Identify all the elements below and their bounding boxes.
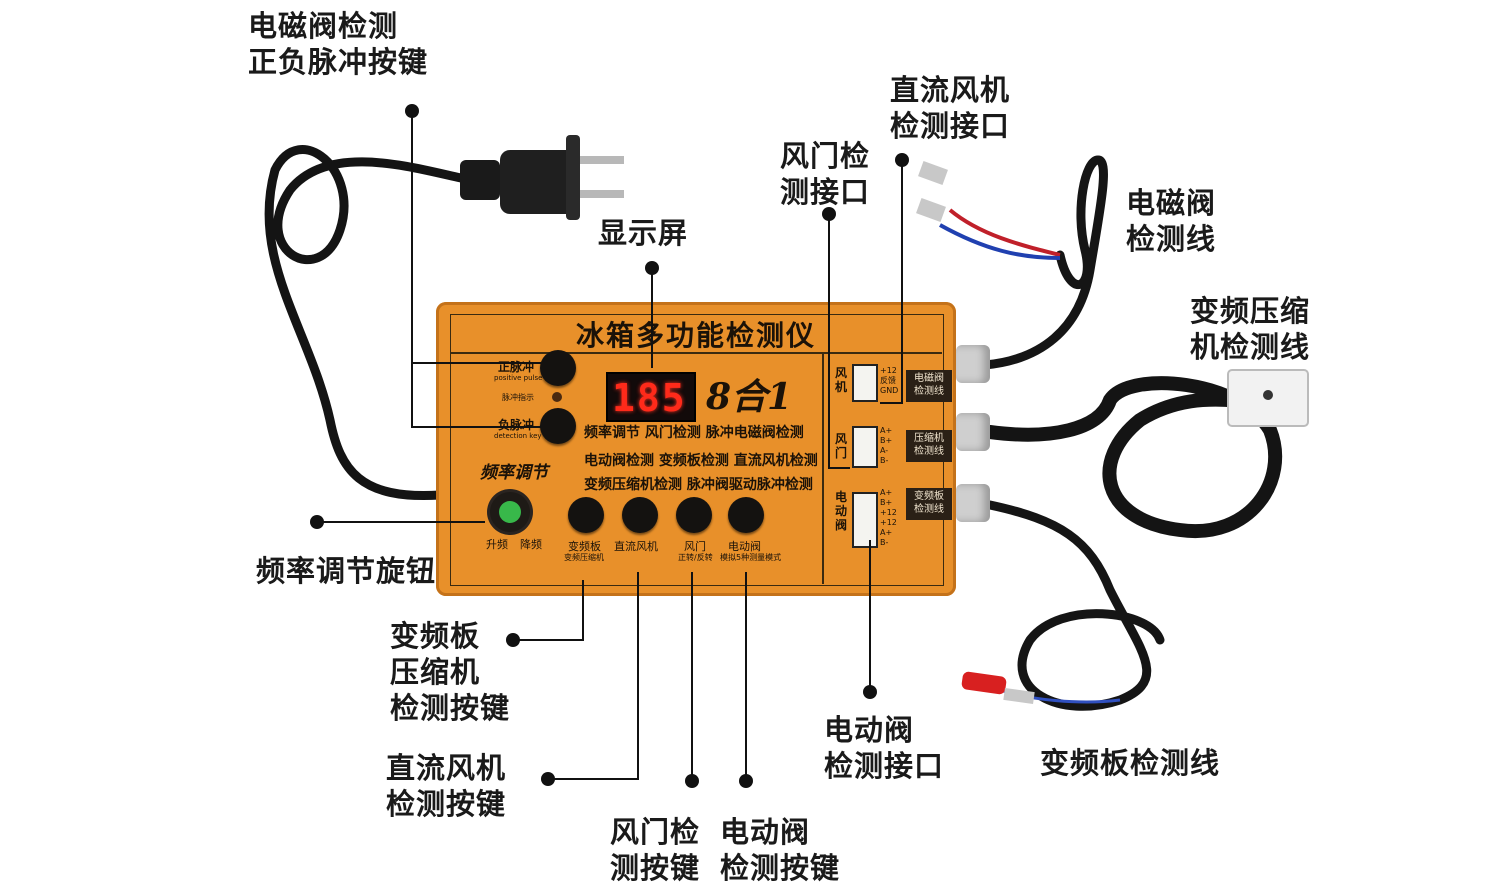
leader-inverter-key [582, 580, 584, 641]
electric-valve-key-sub: 模拟5种测量模式 [720, 553, 782, 562]
dot-damper-key [685, 774, 699, 788]
leader-electric-valve-port [869, 540, 871, 688]
leader-electric-valve-key [745, 572, 747, 776]
dot-pulse-keys [405, 104, 419, 118]
conn-solenoid-tag: 电磁阀检测线 [906, 370, 952, 402]
electric-valve-key[interactable] [728, 497, 764, 533]
power-plug [460, 135, 624, 220]
neg-pulse-button[interactable] [540, 408, 576, 444]
leader-damper-key [691, 572, 693, 776]
callout-dc-fan-port: 直流风机检测接口 [890, 73, 1011, 143]
conn-board-tag: 变频板检测线 [906, 488, 952, 520]
dc-fan-key[interactable] [622, 497, 658, 533]
port-damper-pins: A+B+A-B- [880, 426, 893, 465]
leader-dc-fan-port-h [880, 402, 902, 404]
freq-down-label: 降频 [520, 538, 542, 551]
cable-gland-compressor [956, 413, 990, 451]
conn-compressor-tag: 压缩机检测线 [906, 430, 952, 462]
callout-electric-valve-port: 电动阀检测接口 [824, 713, 945, 783]
leader-dc-fan-key [637, 572, 639, 780]
function-row-3: 变频压缩机检测 脉冲阀驱动脉冲检测 [584, 477, 813, 493]
leader-pulse-keys [411, 112, 413, 428]
port-damper-label: 风门 [834, 432, 847, 460]
callout-display: 显示屏 [598, 216, 689, 250]
callout-inverter-compressor-line: 变频压缩机检测线 [1190, 294, 1311, 364]
inverter-board-key[interactable] [568, 497, 604, 533]
display-value: 185 [612, 376, 687, 420]
callout-damper-port: 风门检测接口 [780, 139, 871, 209]
leader-damper-port [828, 214, 830, 468]
refrigerator-tester-device: 冰箱多功能检测仪 正脉冲 positive pulse 脉冲指示 负脉冲 det… [436, 302, 956, 596]
damper-port[interactable] [852, 426, 878, 468]
device-title: 冰箱多功能检测仪 [576, 319, 817, 352]
dot-electric-valve-port [863, 685, 877, 699]
neg-pulse-en-label: detection key [494, 432, 542, 440]
inverter-board-key-label: 变频板 [568, 540, 601, 553]
pulse-indicator-label: 脉冲指示 [502, 393, 534, 402]
callout-solenoid-pulse-keys: 电磁阀检测正负脉冲按键 [248, 9, 429, 79]
function-row-1: 频率调节 风门检测 脉冲电磁阀检测 [584, 425, 804, 441]
damper-key-sub: 正转/反转 [678, 553, 713, 562]
pos-pulse-en-label: positive pulse [494, 374, 543, 382]
cable-gland-solenoid [956, 345, 990, 383]
model-badge: 8合1 [706, 376, 793, 418]
pos-pulse-label: 正脉冲 [498, 360, 535, 374]
leader-display [651, 268, 653, 368]
leader-inverter-key-h [513, 639, 583, 641]
damper-key-label: 风门 [684, 540, 706, 553]
inverter-board-key-sub: 变频压缩机 [564, 553, 604, 562]
leader-dc-fan-port [901, 160, 903, 404]
leader-pulse-neg [411, 426, 541, 428]
function-row-2: 电动阀检测 变频板检测 直流风机检测 [584, 453, 818, 469]
callout-inverter-board-key: 变频板压缩机检测按键 [390, 619, 511, 725]
frequency-knob[interactable] [490, 492, 530, 532]
electric-valve-key-label: 电动阀 [728, 540, 761, 553]
leader-damper-port-h [828, 467, 850, 469]
port-fan-label: 风机 [834, 366, 847, 394]
callout-solenoid-line: 电磁阀检测线 [1126, 186, 1217, 256]
port-valve-label: 电动阀 [834, 490, 847, 532]
dot-electric-valve-key [739, 774, 753, 788]
dc-fan-port[interactable] [852, 364, 878, 402]
freq-up-label: 升频 [486, 538, 508, 551]
callout-freq-knob: 频率调节旋钮 [256, 554, 437, 588]
port-divider [822, 354, 824, 584]
freq-label: 频率调节 [480, 463, 548, 483]
cable-gland-board [956, 484, 990, 522]
callout-damper-key: 风门检测按键 [610, 815, 701, 885]
pos-pulse-button[interactable] [540, 350, 576, 386]
electric-valve-port[interactable] [852, 492, 878, 548]
callout-electric-valve-key: 电动阀检测按键 [720, 815, 841, 885]
leader-pulse-pos [411, 362, 541, 364]
leader-dc-fan-key-h [548, 778, 639, 780]
pulse-indicator-led [552, 392, 562, 402]
title-divider [450, 352, 942, 354]
neg-pulse-label: 负脉冲 [498, 418, 535, 432]
callout-inverter-board-line: 变频板检测线 [1040, 746, 1221, 780]
callout-dc-fan-key: 直流风机检测按键 [386, 751, 507, 821]
leader-freq-knob [317, 521, 485, 523]
led-display: 185 [606, 372, 696, 422]
damper-key[interactable] [676, 497, 712, 533]
dc-fan-key-label: 直流风机 [614, 540, 658, 553]
